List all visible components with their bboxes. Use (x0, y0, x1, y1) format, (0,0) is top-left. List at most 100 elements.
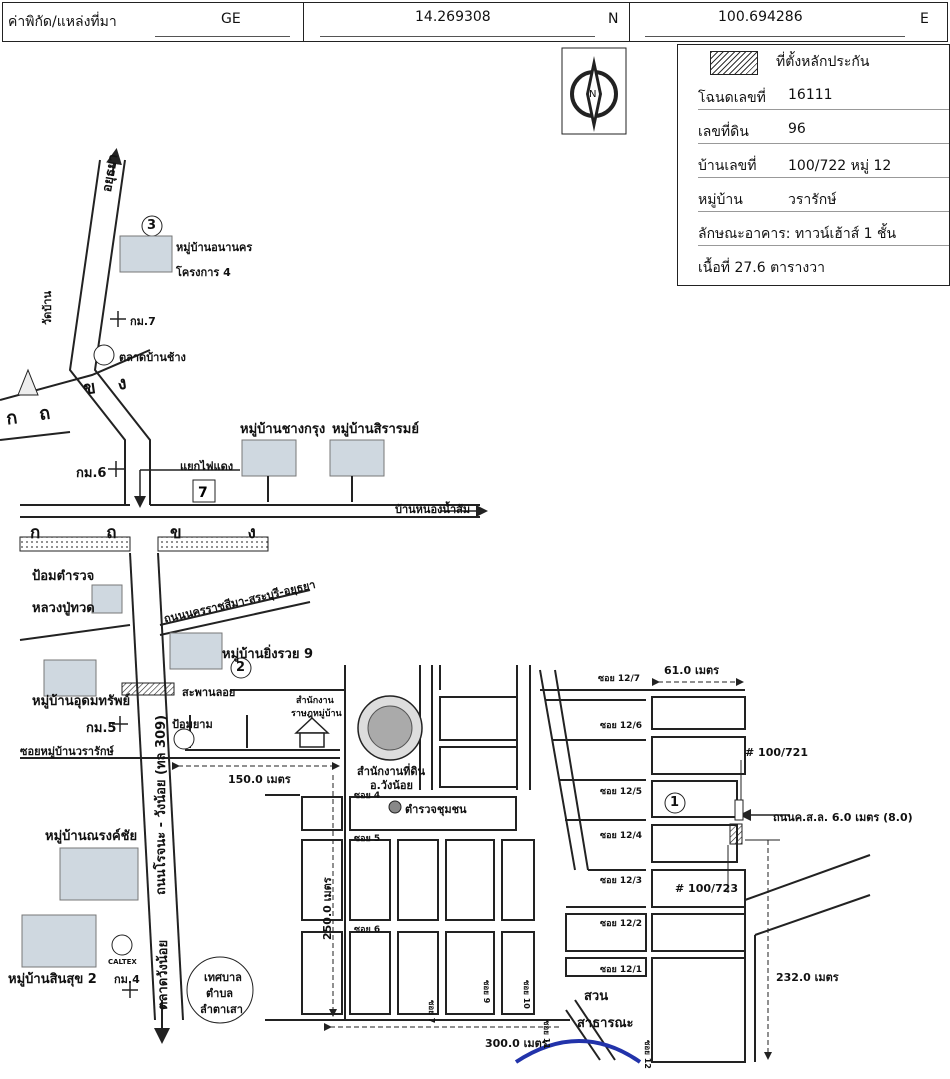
soi12-blocks (539, 669, 871, 1063)
label-num1: 1 (670, 795, 680, 810)
label-police-box: ป้อมตำรวจ (32, 569, 95, 584)
label-bridge: สะพานลอย (182, 686, 236, 699)
label-road-width: ถนนค.ส.ล. 6.0 เมตร (8.0) (773, 811, 913, 824)
label-ban-nong: บ้านหนองน้ำส้ม (395, 503, 471, 516)
label-dist232: 232.0 เมตร (776, 971, 839, 984)
label-ka-right: ข ง (170, 523, 286, 543)
label-main-road: ถนนโรจนะ - วังน้อย (ทล 309) (154, 714, 169, 895)
road-nakhon-line (159, 589, 311, 626)
label-caltex: CALTEX (108, 958, 137, 966)
house-no-label: บ้านเลขที่ (698, 158, 757, 174)
label-h721: # 100/721 (745, 746, 808, 759)
label-pom-yam: ป้อมยาม (172, 718, 213, 731)
label-municipality: เทศบาล (204, 971, 242, 984)
label-office-village: สำนักงาน (296, 696, 334, 706)
label-dist250: 250.0 เมตร (321, 877, 334, 940)
north-arrow-icon (106, 148, 122, 177)
main-road-309 (129, 552, 184, 1021)
market-circle-icon (93, 344, 115, 366)
svg-text:7: 7 (198, 485, 208, 501)
label-village-ying: หมู่บ้านยิ่งรวย 9 (222, 647, 314, 662)
municipality-circle (186, 956, 254, 1024)
property-info-box: ที่ตั้งหลักประกัน โฉนดเลขที่ 16111 เลขที… (677, 44, 950, 286)
legend-label: ที่ตั้งหลักประกัน (776, 54, 870, 70)
latitude-value: 14.269308 (415, 9, 491, 25)
label-dist300: 300.0 เมตร (485, 1037, 548, 1050)
label-km5: กม.5 (86, 721, 117, 736)
label-project4: โครงการ 4 (176, 266, 231, 279)
ayutthaya-road (68, 159, 151, 505)
compass-label: N (589, 89, 597, 100)
land-no-value: 96 (788, 121, 806, 137)
guard-smiley-icon (173, 728, 195, 750)
longitude-value: 100.694286 (718, 9, 803, 25)
label-soi12-2: ซอย 12/2 (600, 919, 642, 929)
village-label: หมู่บ้าน (698, 192, 743, 208)
marker-2-circle (230, 657, 252, 679)
label-village-siraram: หมู่บ้านสิรารมย์ (332, 422, 419, 437)
label-soi12-6: ซอย 12/6 (600, 721, 642, 731)
latitude-direction: N (608, 11, 619, 27)
village-value: วรารักษ์ (788, 192, 837, 208)
house-no-row: บ้านเลขที่ 100/722 หมู่ 12 (698, 153, 949, 178)
property-location-marker (729, 823, 743, 845)
land-no-label: เลขที่ดิน (698, 124, 749, 140)
label-ka-left: ก ถ (30, 523, 147, 543)
label-soi4: ซอย 4 (354, 791, 381, 801)
label-village-sinsuk: หมู่บ้านสินสุข 2 (8, 972, 97, 987)
label-municipality3: ลำตาเสา (200, 1003, 243, 1016)
pedestrian-bridge-icon (121, 682, 175, 696)
house-no-value: 100/722 หมู่ 12 (788, 158, 892, 174)
label-km4: กม.4 (114, 973, 140, 986)
label-wangnoi-market: ตลาดวังน้อย (156, 939, 171, 1010)
label-soi5: ซอย 5 (354, 834, 381, 844)
label-soi-warrarak: ซอยหมู่บ้านวรารักษ์ (20, 745, 114, 758)
label-num2: 2 (236, 660, 246, 675)
deed-row: โฉนดเลขที่ 16111 (698, 85, 949, 110)
label-market-chang: ตลาดบ้านช้าง (119, 351, 186, 364)
label-km6: กม.6 (76, 466, 107, 481)
area-value: เนื้อที่ 27.6 ตารางวา (698, 260, 825, 276)
office-house-icon (294, 716, 330, 748)
label-soi7: ซอย 7 (427, 1000, 436, 1024)
label-dist61: 61.0 เมตร (664, 664, 720, 677)
label-soi12-4: ซอย 12/4 (600, 831, 642, 841)
label-soi12: ซอย 12 (643, 1040, 652, 1069)
area-row: เนื้อที่ 27.6 ตารางวา (698, 255, 949, 279)
label-soi9: ซอย 9 (482, 980, 491, 1004)
label-dist150: 150.0 เมตร (228, 773, 291, 786)
header-cell-lon (629, 2, 948, 42)
building-type: ลักษณะอาคาร: ทาวน์เฮ้าส์ 1 ชั้น (698, 226, 897, 242)
label-soi6: ซอย 6 (354, 925, 381, 935)
deed-label: โฉนดเลขที่ (698, 90, 766, 106)
label-park2: สาธารณะ (577, 1016, 634, 1031)
label-wat-ban: วัดบ้าน (41, 291, 54, 325)
coord-label: ค่าพิกัด/แหล่งที่มา (8, 14, 117, 30)
label-village-anankorn: หมู่บ้านอนานคร (176, 241, 253, 254)
label-traffic-light: แยกไฟแดง (180, 460, 234, 473)
label-municipality2: ตำบล (206, 987, 234, 1000)
land-no-row: เลขที่ดิน 96 (698, 119, 949, 144)
highway-median-left (19, 536, 131, 552)
seven-eleven-icon (192, 479, 216, 503)
label-soi12-5: ซอย 12/5 (600, 787, 642, 797)
compass-icon (561, 47, 627, 135)
caltex-logo-icon (111, 934, 133, 956)
label-office-village2: ราษฎหมู่บ้าน (291, 709, 342, 719)
label-land-office: สำนักงานที่ดิน (357, 765, 426, 778)
ew-road-north (20, 504, 480, 518)
highway-median-right (157, 536, 269, 552)
police-badge-icon (388, 800, 402, 814)
label-land-office2: อ.วังน้อย (370, 779, 413, 792)
label-soi10: ซอย 10 (522, 980, 531, 1009)
stamp-arc (514, 1039, 642, 1064)
temple-icon (17, 368, 39, 396)
label-num3: 3 (147, 218, 157, 233)
label-h723: # 100/723 (675, 882, 738, 895)
coordinate-header: ค่าพิกัด/แหล่งที่มา GE 14.269308 N 100.6… (0, 0, 950, 44)
label-km7: กม.7 (130, 315, 156, 328)
label-police-chumchon: ตำรวจชุมชน (405, 803, 467, 816)
longitude-direction: E (920, 11, 929, 27)
village-photos (21, 235, 385, 968)
